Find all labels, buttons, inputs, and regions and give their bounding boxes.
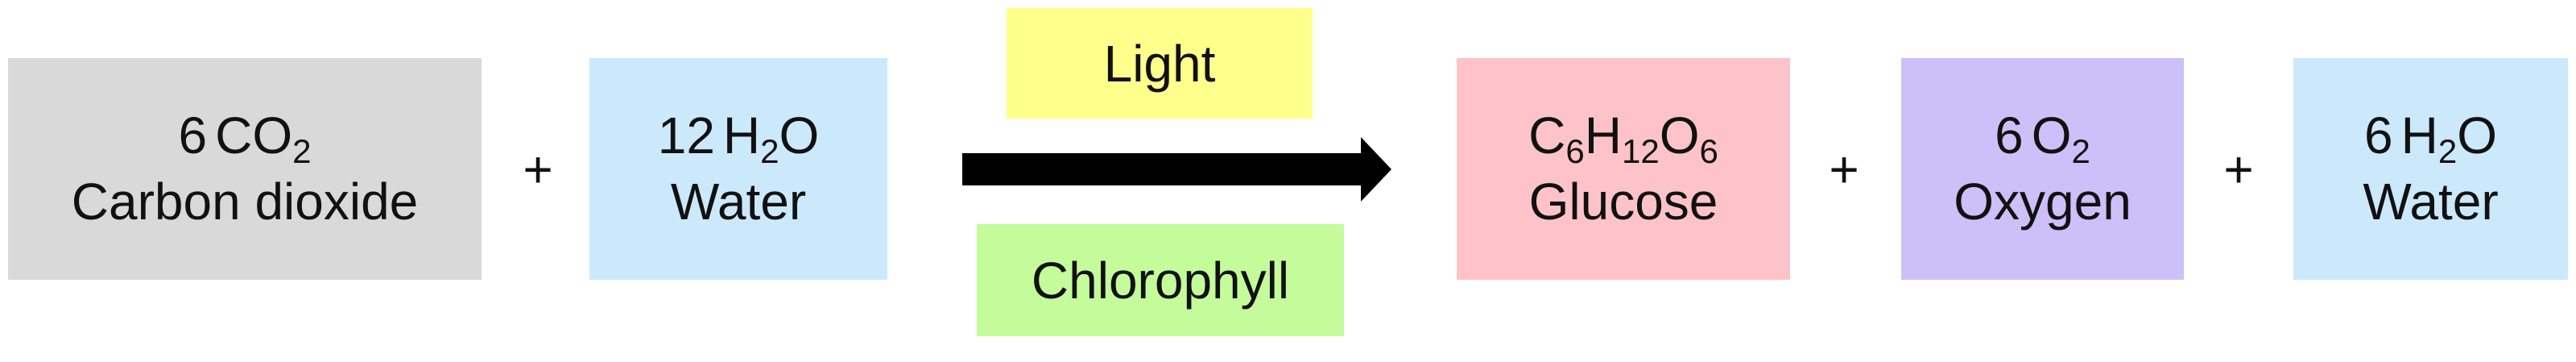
- condition-catalyst-label: Chlorophyll: [1031, 251, 1290, 310]
- formula-element: O: [2031, 106, 2072, 164]
- product-name-water: Water: [2363, 172, 2499, 231]
- product-name-oxygen: Oxygen: [1954, 172, 2132, 231]
- formula-subscript: 6: [1699, 131, 1718, 170]
- condition-light-box: Light: [1007, 8, 1313, 119]
- formula-subscript: 6: [1565, 131, 1585, 170]
- reaction-arrow-shaft: [962, 153, 1365, 185]
- plus-sign-3: +: [2223, 140, 2254, 198]
- plus-sign-2: +: [1829, 140, 1859, 198]
- condition-catalyst-box: Chlorophyll: [977, 224, 1344, 336]
- product-name-glucose: Glucose: [1528, 172, 1718, 231]
- formula-coefficient: 6: [2364, 106, 2393, 164]
- formula-coefficient: 6: [178, 106, 208, 164]
- formula-element: O: [779, 106, 820, 164]
- product-formula-glucose: C6H12O6: [1528, 106, 1718, 170]
- condition-light-label: Light: [1103, 34, 1216, 93]
- formula-element: H: [2400, 106, 2438, 164]
- formula-element: H: [722, 106, 761, 164]
- formula-element: O: [1659, 106, 1700, 164]
- reaction-arrow-head: [1361, 137, 1391, 202]
- formula-subscript: 2: [760, 131, 779, 170]
- formula-element: CO: [215, 106, 293, 164]
- formula-coefficient: 6: [1995, 106, 2024, 164]
- formula-coefficient: 12: [657, 106, 715, 164]
- plus-sign-1: +: [523, 140, 553, 198]
- formula-subscript: 2: [2071, 131, 2090, 170]
- formula-element: H: [1584, 106, 1622, 164]
- reactant-name-carbon-dioxide: Carbon dioxide: [71, 172, 419, 231]
- reactant-name-water: Water: [670, 172, 807, 231]
- formula-element: O: [2457, 106, 2497, 164]
- formula-subscript: 2: [292, 131, 312, 170]
- formula-element: C: [1528, 106, 1566, 164]
- product-box-glucose: C6H12O6 Glucose: [1457, 58, 1790, 280]
- formula-subscript: 2: [2437, 131, 2458, 170]
- formula-subscript: 12: [1621, 131, 1660, 170]
